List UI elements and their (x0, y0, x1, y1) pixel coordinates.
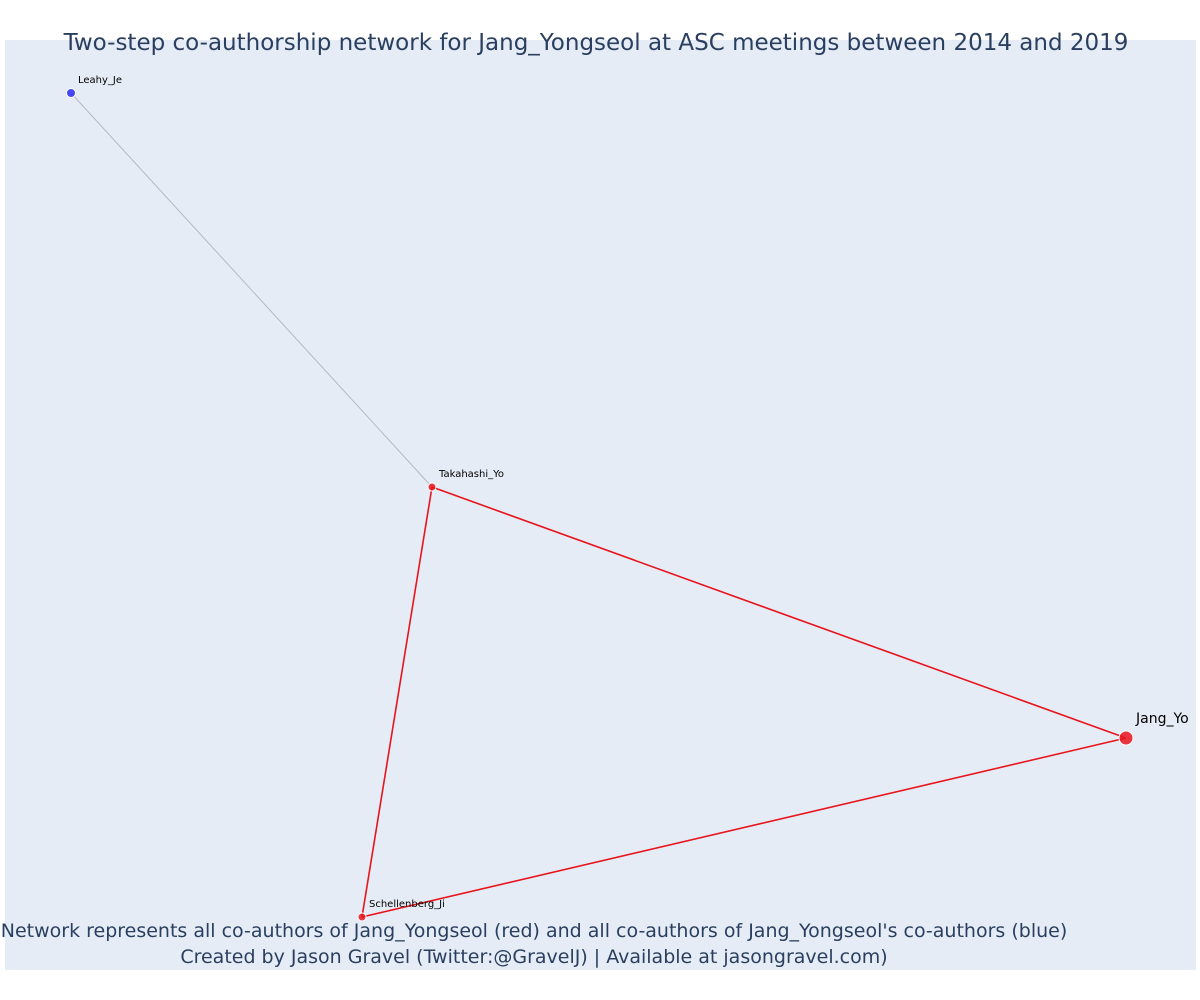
caption-line-2: Created by Jason Gravel (Twitter:@Gravel… (180, 946, 888, 968)
node-leahy[interactable] (66, 88, 76, 98)
edge-leahy-takahashi (70, 92, 433, 488)
edge-schellenberg-jang (361, 737, 1127, 918)
caption: Network represents all co-authors of Jan… (0, 918, 1068, 970)
edges-layer (70, 92, 1127, 918)
node-label-jang: Jang_Yo (1135, 711, 1189, 727)
node-takahashi[interactable] (427, 482, 437, 492)
edge-takahashi-jang (431, 486, 1127, 739)
node-label-schellenberg: Schellenberg_Ji (369, 899, 445, 910)
edge-takahashi-schellenberg (361, 486, 433, 918)
node-label-leahy: Leahy_Je (78, 75, 122, 86)
plot-area (5, 40, 1196, 970)
caption-line-1: Network represents all co-authors of Jan… (0, 920, 1068, 942)
node-schellenberg[interactable] (357, 912, 367, 922)
node-label-takahashi: Takahashi_Yo (438, 469, 504, 480)
chart-title: Two-step co-authorship network for Jang_… (63, 30, 1129, 56)
node-jang[interactable] (1118, 730, 1134, 746)
